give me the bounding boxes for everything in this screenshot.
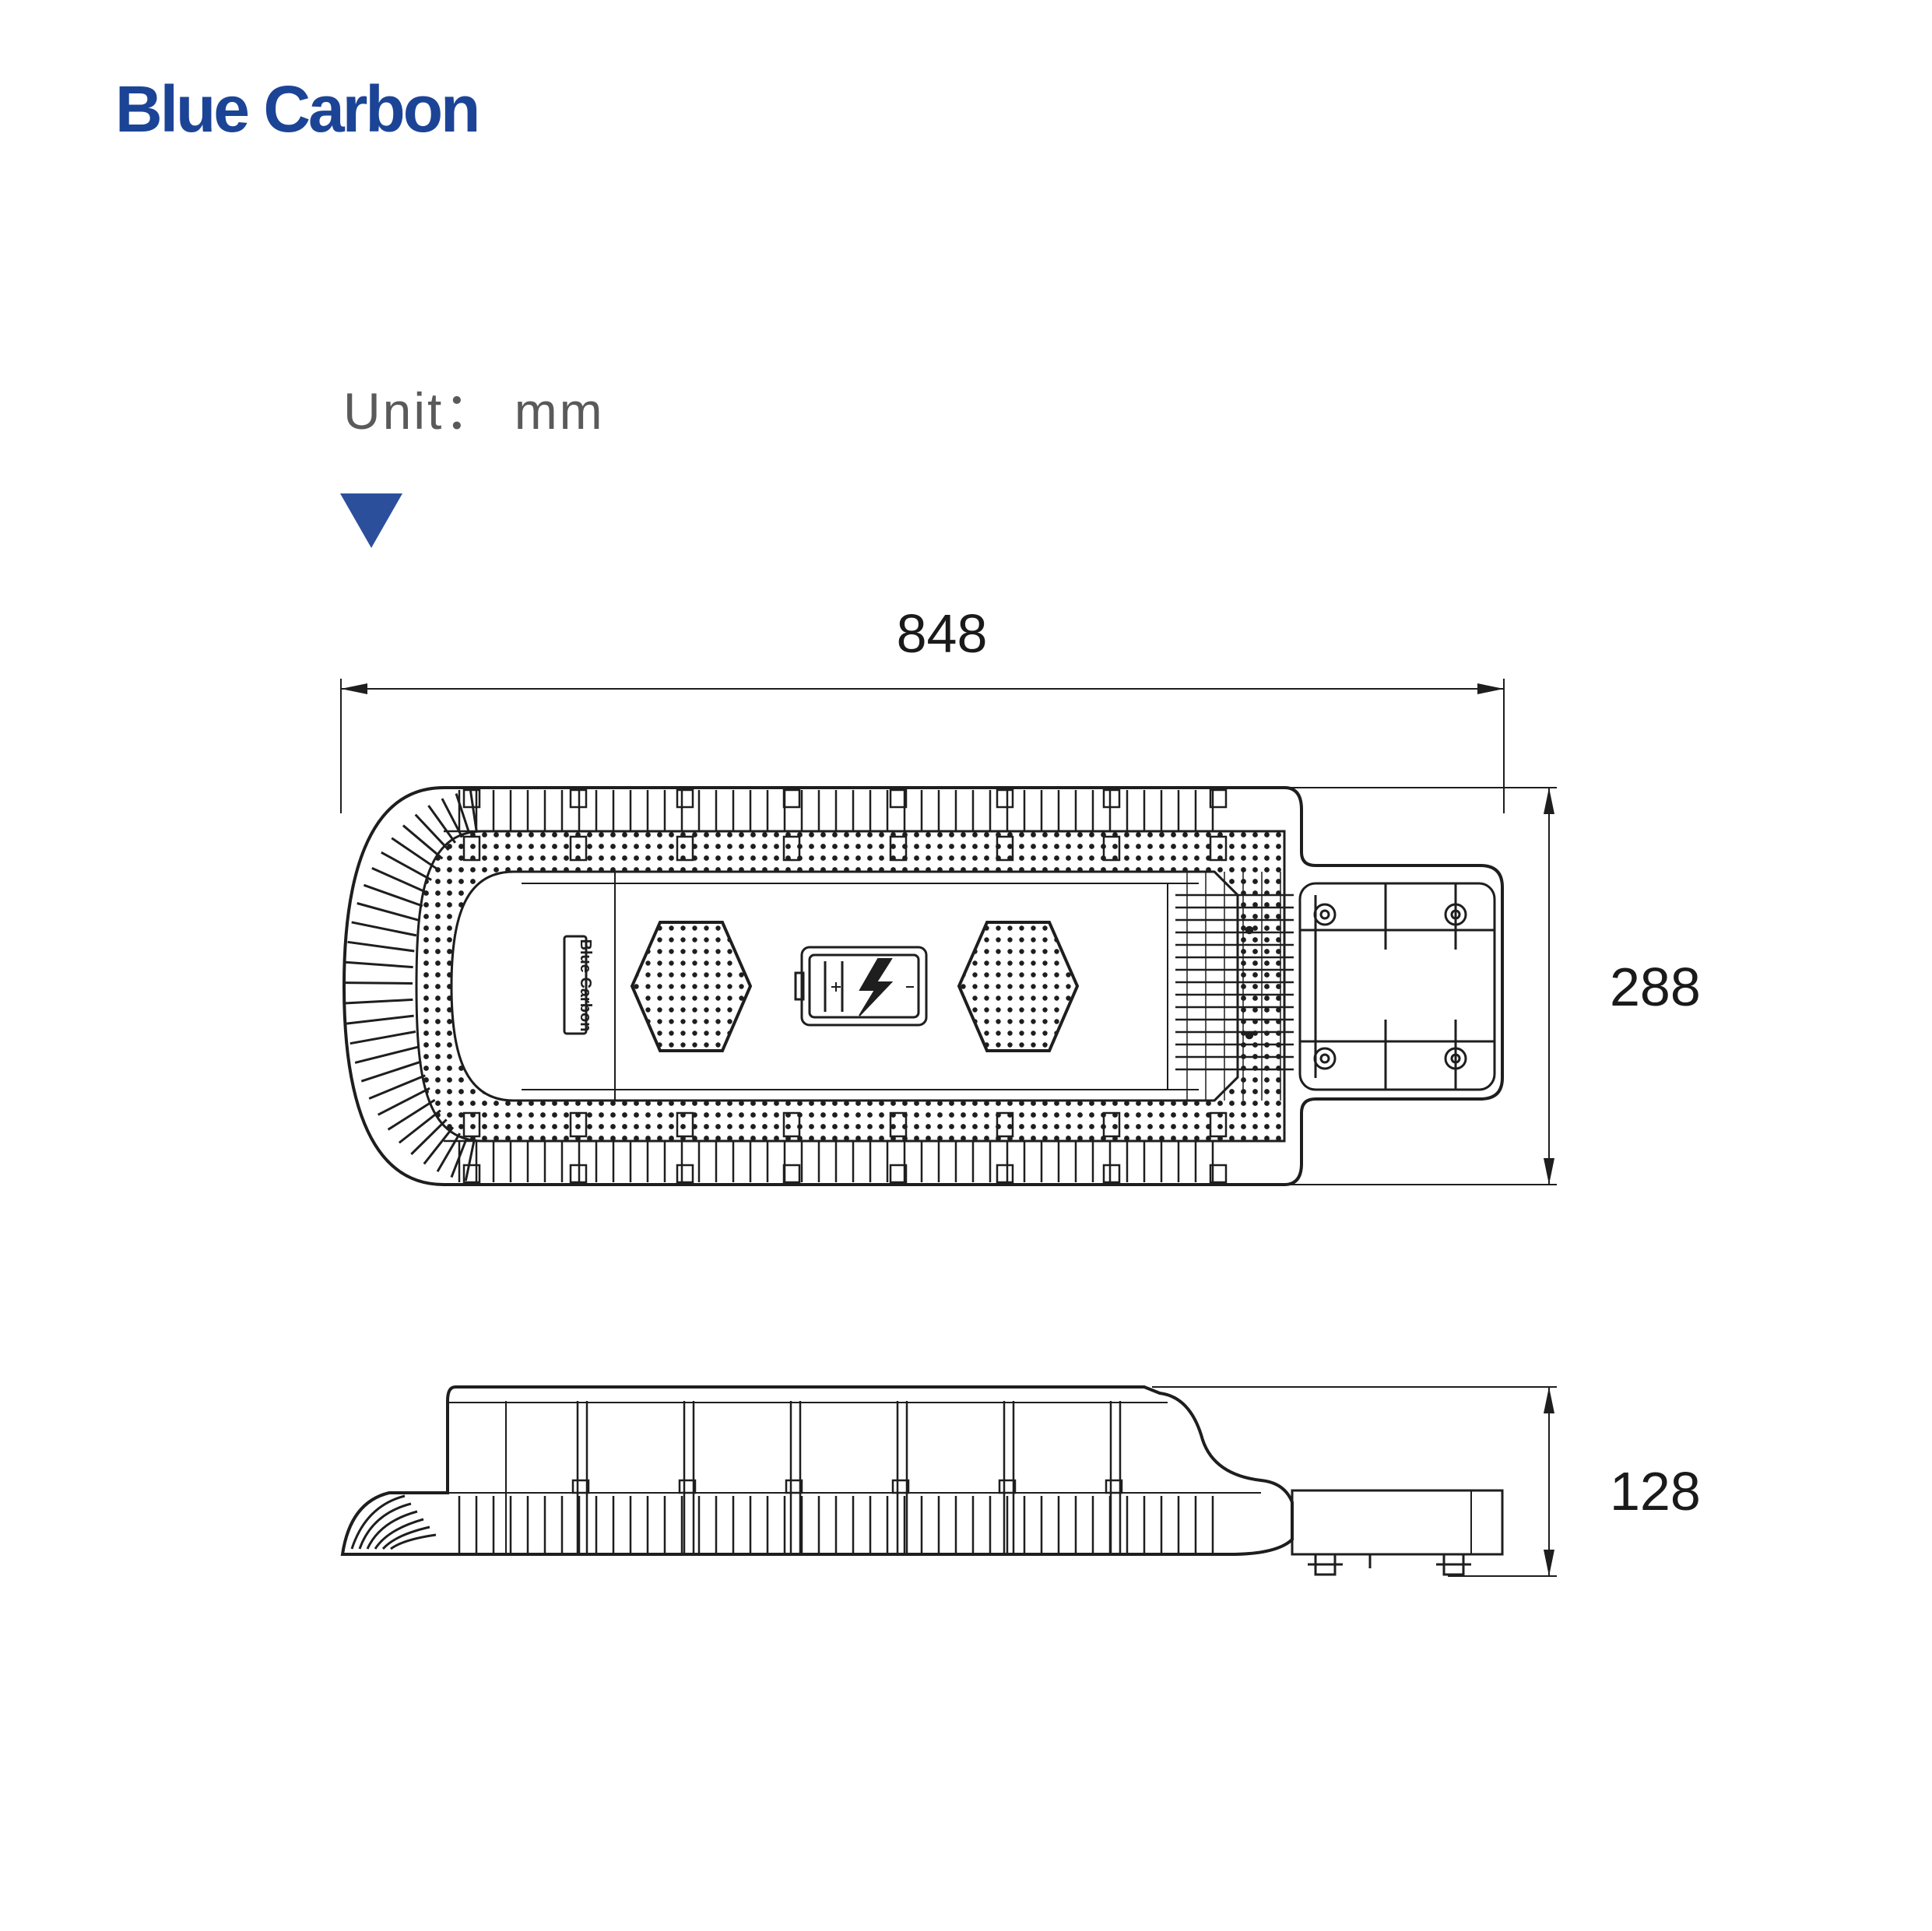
side-ribs bbox=[458, 1401, 1214, 1554]
radial-fin bbox=[354, 1045, 419, 1064]
radial-fin bbox=[345, 960, 413, 969]
radial-fin bbox=[347, 940, 415, 953]
radial-fin bbox=[357, 902, 420, 922]
radial-fin bbox=[363, 883, 423, 908]
radial-fin bbox=[427, 805, 457, 844]
radial-fin bbox=[350, 1030, 416, 1045]
side-height-dimension bbox=[1152, 1386, 1557, 1577]
clip-tab bbox=[996, 788, 1014, 809]
clip-tab bbox=[889, 1164, 908, 1184]
radial-fin bbox=[346, 1014, 414, 1025]
radial-fin bbox=[402, 824, 444, 860]
clip-tab bbox=[462, 788, 481, 809]
radial-fin bbox=[414, 813, 450, 851]
brand-logo: Blue Carbon bbox=[115, 72, 480, 146]
led-hexagon-icon bbox=[957, 921, 1080, 1052]
clip-tab bbox=[676, 1164, 694, 1184]
radial-fin bbox=[391, 837, 437, 870]
down-triangle-icon bbox=[340, 493, 402, 548]
mounting-bracket bbox=[1298, 882, 1496, 1091]
radial-fin bbox=[410, 1118, 448, 1156]
battery-charging-icon bbox=[794, 946, 928, 1027]
side-tab bbox=[998, 1479, 1017, 1494]
width-dimension bbox=[340, 679, 1505, 813]
width-dimension-label: 848 bbox=[897, 603, 988, 664]
radial-fin bbox=[423, 1126, 455, 1165]
badge-text: Blue Carbon bbox=[577, 939, 594, 1032]
radial-fin bbox=[360, 1060, 422, 1083]
radial-fin bbox=[381, 851, 432, 881]
clip-tab bbox=[782, 788, 801, 809]
radial-fin bbox=[344, 981, 413, 985]
clip-tab bbox=[676, 788, 694, 809]
clip-tab bbox=[1209, 788, 1228, 809]
inner-panel-line bbox=[522, 872, 1199, 1101]
side-end-fins bbox=[350, 1494, 437, 1550]
side-tab bbox=[891, 1479, 910, 1494]
radial-fin bbox=[368, 1074, 426, 1100]
top-view bbox=[340, 679, 1557, 1186]
connector-fins bbox=[1175, 872, 1294, 1101]
housing-outline bbox=[342, 786, 1504, 1186]
radial-fin bbox=[441, 798, 464, 838]
side-height-dimension-label: 128 bbox=[1610, 1461, 1701, 1522]
radial-fin bbox=[398, 1109, 441, 1144]
radial-fin bbox=[351, 921, 417, 937]
side-tab bbox=[678, 1479, 697, 1494]
clip-tab bbox=[1209, 1164, 1228, 1184]
unit-label: Unit： mm bbox=[343, 382, 605, 440]
radial-fin bbox=[377, 1087, 430, 1116]
side-tab bbox=[1105, 1479, 1123, 1494]
radial-fins bbox=[344, 790, 478, 1181]
clip-tab bbox=[889, 788, 908, 809]
radial-fin bbox=[371, 866, 427, 894]
side-body bbox=[340, 1385, 1294, 1556]
radial-fin bbox=[436, 1132, 461, 1173]
side-bolts bbox=[1308, 1553, 1471, 1576]
side-tab bbox=[785, 1479, 803, 1494]
led-hexagon-icon bbox=[630, 921, 753, 1052]
radial-fin bbox=[469, 790, 478, 831]
clip-tab bbox=[569, 788, 588, 809]
clip-tab bbox=[996, 1164, 1014, 1184]
height-dimension-label: 288 bbox=[1610, 957, 1701, 1017]
inner-panel bbox=[450, 870, 1239, 1102]
radial-fin bbox=[450, 1137, 469, 1178]
radial-fin bbox=[455, 793, 471, 834]
clip-tab bbox=[462, 1164, 481, 1184]
radial-fin bbox=[344, 998, 413, 1005]
clip-tab bbox=[1102, 1164, 1121, 1184]
radial-fin bbox=[464, 1140, 476, 1181]
radial-fin bbox=[387, 1099, 436, 1131]
clip-tab bbox=[782, 1164, 801, 1184]
brand-badge bbox=[563, 935, 588, 1035]
side-tab bbox=[571, 1479, 590, 1494]
clip-tab bbox=[1102, 788, 1121, 809]
side-view bbox=[340, 1385, 1557, 1577]
clip-tab bbox=[569, 1164, 588, 1184]
